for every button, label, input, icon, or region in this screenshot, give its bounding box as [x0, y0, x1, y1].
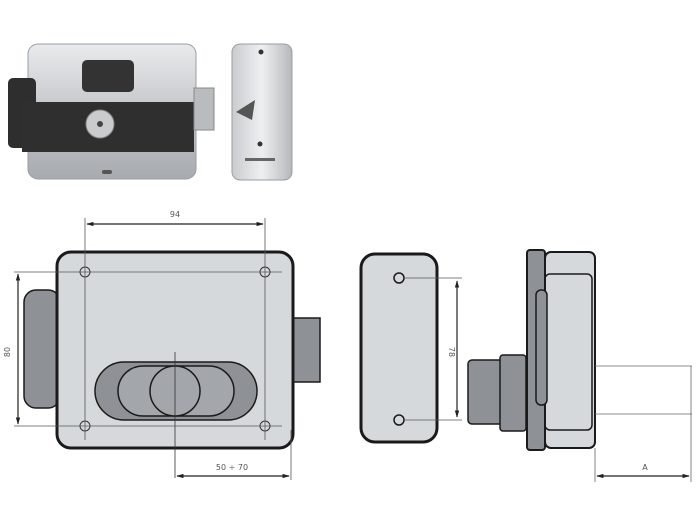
- dim-height-label: 80: [3, 347, 12, 357]
- dim-backset-label: 50 ÷ 70: [216, 463, 248, 472]
- dim-width-label: 94: [170, 210, 180, 219]
- strike-view: 78: [359, 252, 462, 444]
- dim-a-label: A: [642, 463, 648, 472]
- dim-holes-label: 78: [447, 347, 456, 357]
- strike-photo: [231, 43, 293, 181]
- front-view: 94 80 50 ÷ 70: [3, 210, 321, 480]
- side-view: A: [467, 249, 692, 482]
- lock-photo: [8, 43, 215, 180]
